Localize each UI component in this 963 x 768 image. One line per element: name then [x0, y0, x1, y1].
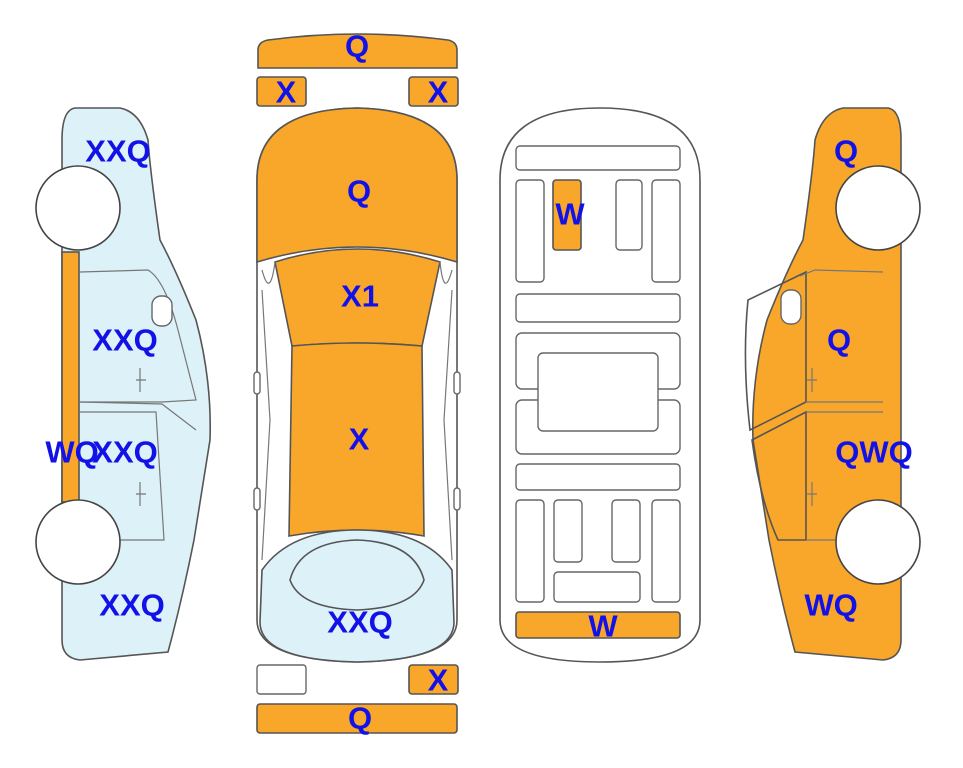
- left-door-divider: [79, 401, 197, 431]
- label-left-rear-door: XXQ: [92, 435, 157, 470]
- taillight-right: [408, 664, 459, 695]
- underbody-left-inner-rear: [553, 499, 583, 563]
- label-right-front-door: Q: [827, 323, 851, 358]
- underbody-left-rear-rail: [515, 499, 545, 603]
- label-right-rear-quarter: WQ: [804, 588, 857, 623]
- rear-bumper: [256, 703, 458, 734]
- right-rear-wheel: [835, 499, 921, 585]
- underbody-outline: [499, 107, 701, 663]
- left-front-handle: [136, 368, 146, 392]
- top-view: [253, 33, 461, 734]
- left-mirror: [151, 295, 173, 327]
- right-rear-glass: [751, 410, 807, 541]
- underbody-front-member: [552, 179, 582, 251]
- right-side-view: [744, 107, 921, 661]
- right-a-pillar: [439, 261, 453, 561]
- label-taillight-right: X: [428, 663, 449, 698]
- left-rear-wheel: [35, 499, 121, 585]
- label-rear-window: XXQ: [327, 605, 392, 640]
- right-handle-top: [453, 487, 461, 511]
- left-side-view: [35, 107, 212, 661]
- underbody-rear-crossmember: [515, 463, 681, 491]
- roof-panel: [288, 342, 425, 537]
- left-front-wheel: [35, 165, 121, 251]
- underbody-right-rear-rail: [651, 499, 681, 603]
- hood-panel: [256, 107, 458, 264]
- headlight-left: [256, 76, 307, 107]
- label-rear-bumper: Q: [348, 701, 372, 736]
- left-rear-handle: [136, 482, 146, 506]
- front-bumper: [257, 33, 458, 69]
- underbody-right-inner-rail: [615, 179, 643, 251]
- right-front-wheel: [835, 165, 921, 251]
- left-mirror-top: [253, 371, 261, 395]
- label-hood: Q: [347, 174, 371, 209]
- label-underbody-front-member: W: [555, 197, 585, 232]
- label-left-sill: WQ: [45, 435, 98, 470]
- underbody-front-crossmember: [515, 145, 681, 171]
- underbody-left-front-rail: [515, 179, 545, 283]
- left-a-pillar: [261, 261, 276, 561]
- taillight-left: [256, 664, 307, 695]
- right-window-glass: [744, 270, 807, 432]
- rear-window-panel: [259, 529, 455, 663]
- damage-labels: Q X X Q X1 X XXQ X Q XXQ XXQ WQ XXQ XXQ …: [45, 29, 912, 736]
- underbody-right-inner-rear: [611, 499, 641, 563]
- headlight-right: [408, 76, 459, 107]
- rear-window-glass: [289, 539, 425, 611]
- underbody-rear-panel: [515, 611, 681, 639]
- underbody-center-panel: [537, 352, 659, 432]
- label-right-rear-door: QWQ: [835, 435, 913, 470]
- right-mirror-top: [453, 371, 461, 395]
- label-headlight-right: X: [428, 75, 449, 110]
- underbody-right-front-rail: [651, 179, 681, 283]
- label-front-bumper: Q: [345, 29, 369, 64]
- underbody-rear-box: [553, 571, 641, 603]
- right-front-handle: [807, 368, 817, 392]
- left-handle-top: [253, 487, 261, 511]
- label-windshield: X1: [341, 279, 379, 314]
- label-right-front-fender: Q: [834, 134, 858, 169]
- underbody-mid-crossmember: [515, 293, 681, 323]
- label-left-rear-quarter: XXQ: [99, 588, 164, 623]
- label-left-front-fender: XXQ: [85, 134, 150, 169]
- underbody-view: [499, 107, 701, 663]
- left-rear-window: [80, 411, 165, 541]
- right-window-line: [799, 269, 884, 403]
- right-mirror: [780, 289, 802, 325]
- label-roof: X: [349, 422, 370, 457]
- label-headlight-left: X: [276, 75, 297, 110]
- right-rear-handle: [807, 482, 817, 506]
- label-left-front-door: XXQ: [92, 323, 157, 358]
- label-underbody-rear-panel: W: [588, 609, 618, 644]
